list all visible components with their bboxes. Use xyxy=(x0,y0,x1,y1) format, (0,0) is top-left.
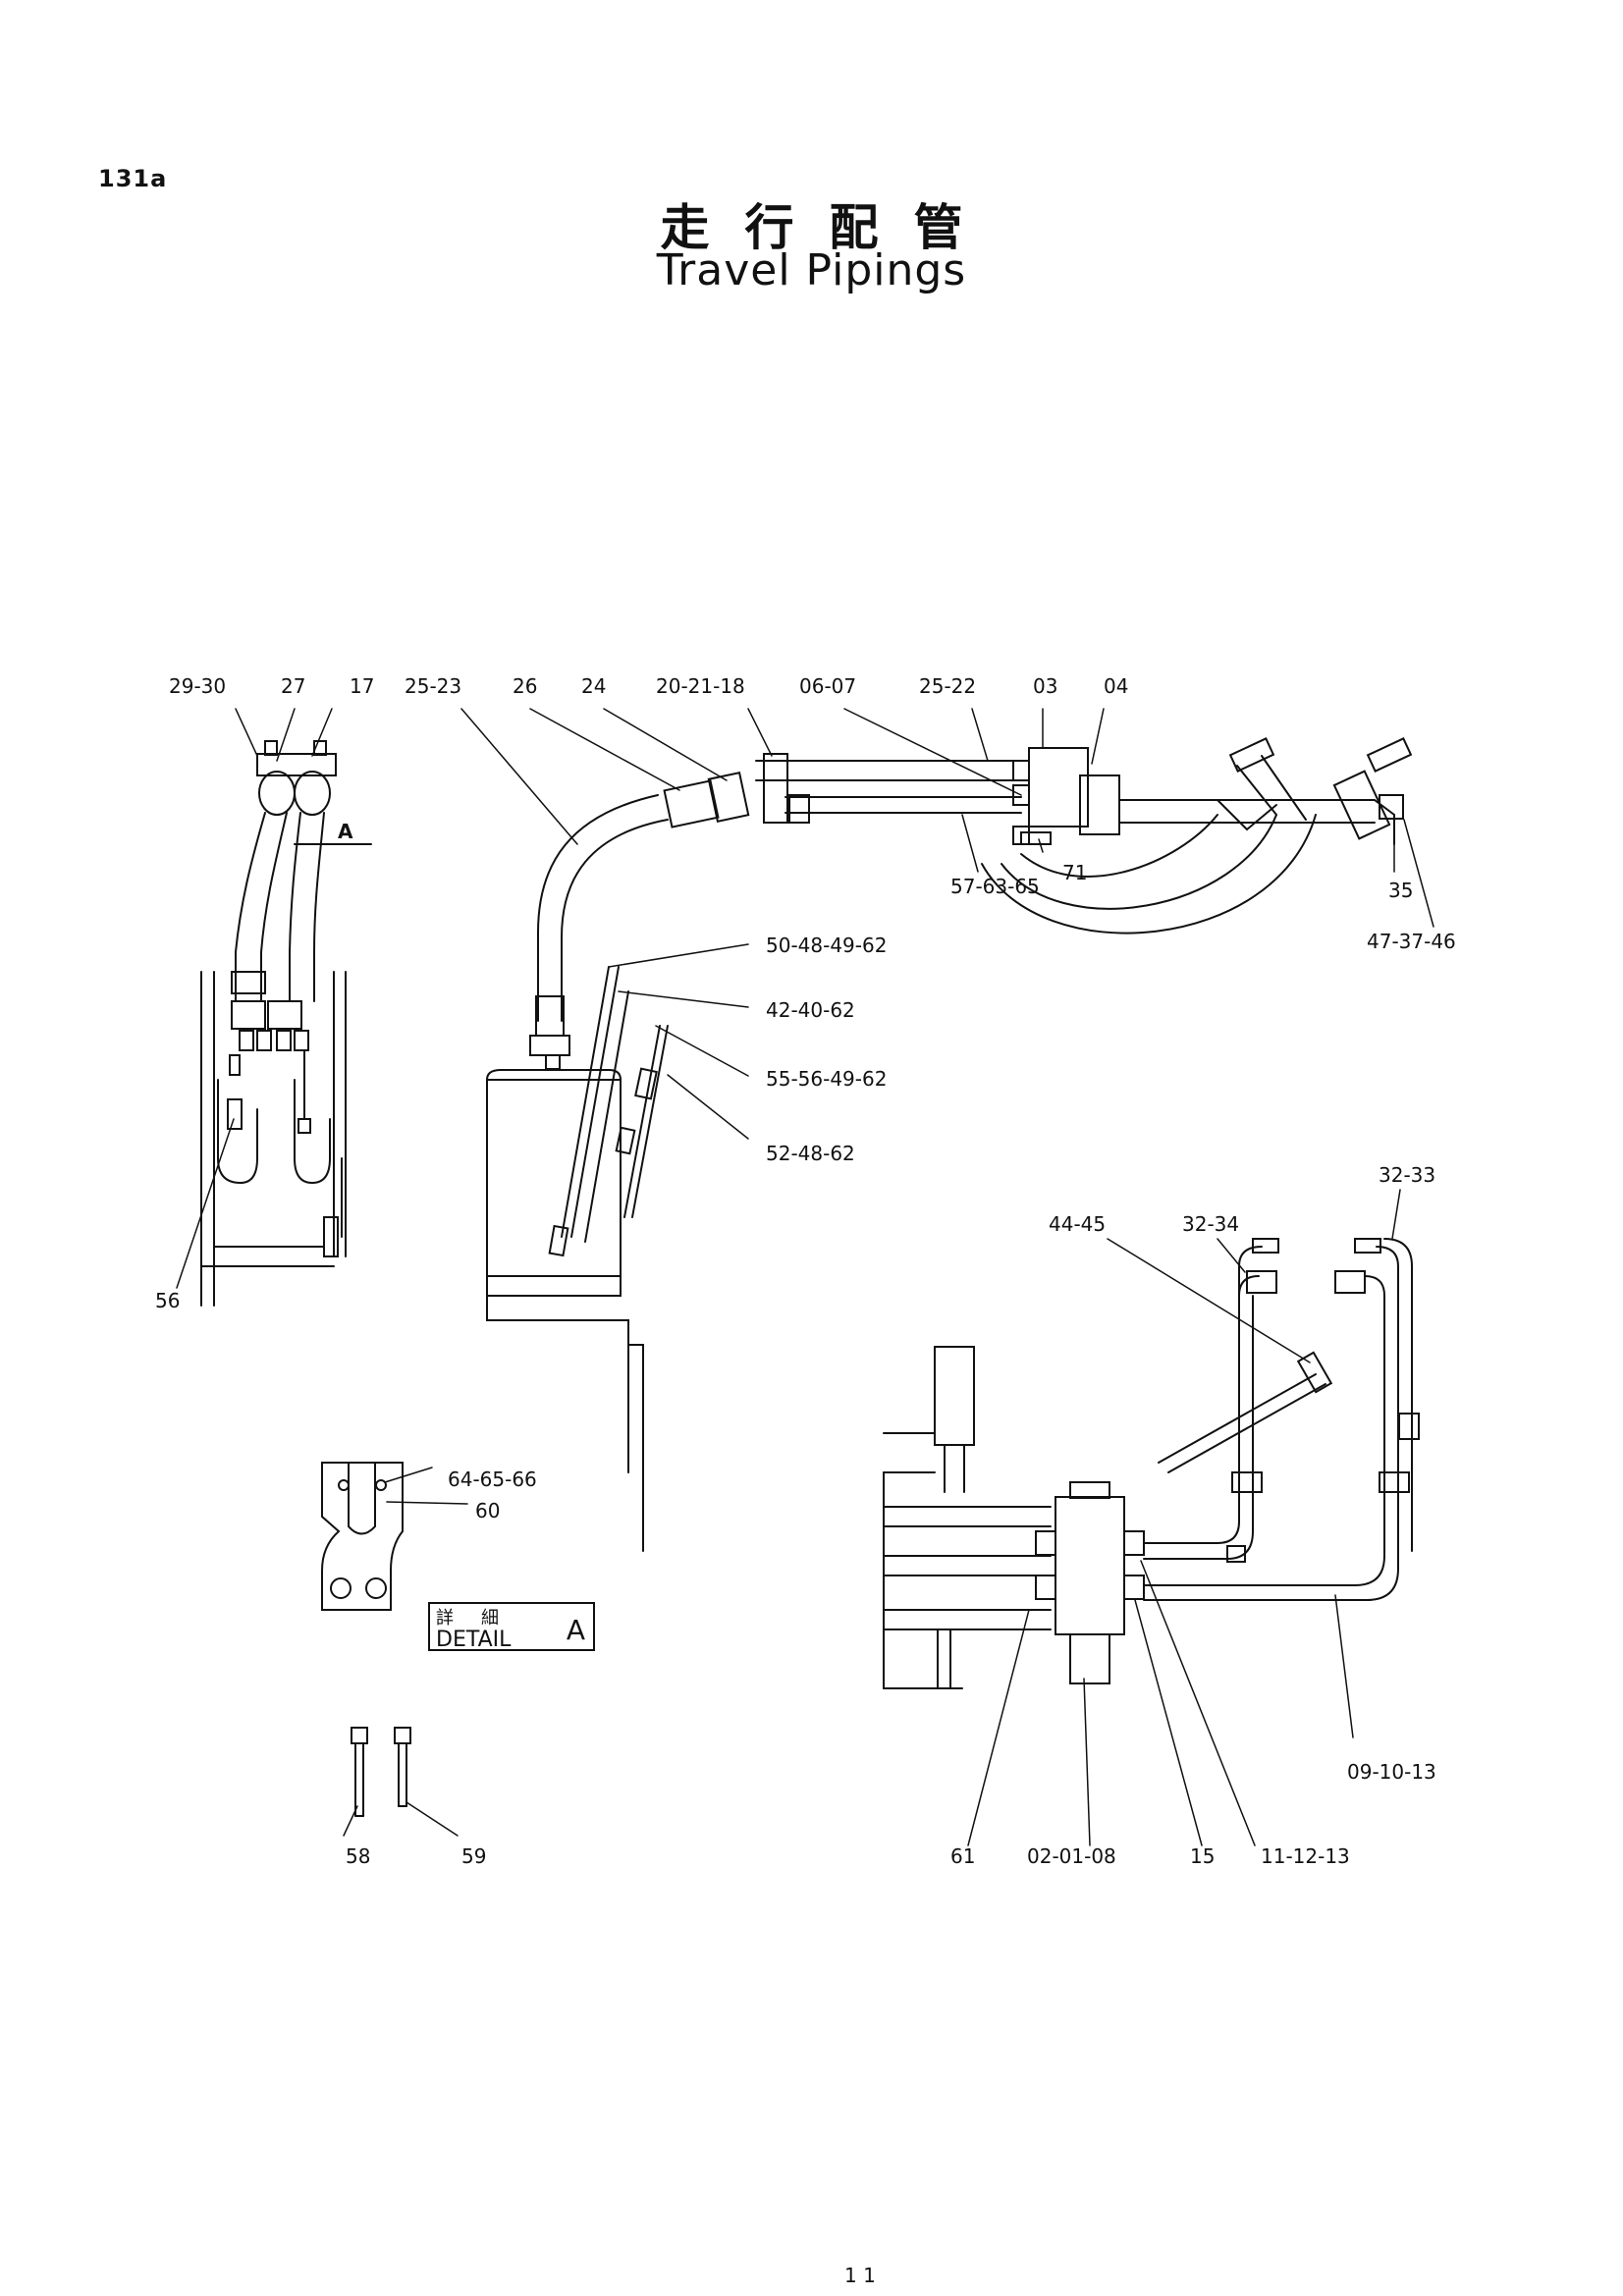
callout-58: 58 xyxy=(346,1844,370,1868)
callout-09-10-13: 09-10-13 xyxy=(1347,1760,1436,1784)
leader-lines xyxy=(176,708,1434,1846)
top-right-valve-assembly xyxy=(755,737,1413,934)
footer-mark: 1 1 xyxy=(844,2264,876,2287)
callout-02-01-08: 02-01-08 xyxy=(1027,1844,1116,1868)
callout-64-65-66: 64-65-66 xyxy=(448,1468,537,1491)
bolt-parts xyxy=(351,1727,411,1817)
callout-32-34: 32-34 xyxy=(1182,1212,1239,1236)
view-marker-a: A xyxy=(338,820,353,843)
callout-20-21-18: 20-21-18 xyxy=(656,674,745,698)
callout-29-30: 29-30 xyxy=(169,674,226,698)
callout-61: 61 xyxy=(950,1844,975,1868)
callout-55-56-49-62: 55-56-49-62 xyxy=(766,1067,887,1091)
callout-25-22: 25-22 xyxy=(919,674,976,698)
detail-a-label-box: 詳細 DETAIL A xyxy=(428,1602,595,1652)
callout-17: 17 xyxy=(350,674,374,698)
detail-label-japanese: 詳細 xyxy=(436,1608,526,1629)
callout-60: 60 xyxy=(475,1499,500,1522)
callout-06-07: 06-07 xyxy=(799,674,856,698)
callout-25-23: 25-23 xyxy=(405,674,461,698)
bottom-right-valve-piping xyxy=(883,1238,1420,1689)
page-number: 131a xyxy=(98,165,168,192)
callout-71: 71 xyxy=(1062,861,1087,884)
callout-57-63-65: 57-63-65 xyxy=(950,875,1040,898)
center-hose-and-tank xyxy=(486,771,750,1552)
callout-04: 04 xyxy=(1104,674,1128,698)
callout-44-45: 44-45 xyxy=(1049,1212,1106,1236)
callout-labels: 29-30 27 17 25-23 26 24 20-21-18 06-07 2… xyxy=(155,674,1456,1868)
callout-32-33: 32-33 xyxy=(1379,1163,1435,1187)
callout-27: 27 xyxy=(281,674,305,698)
detail-a-bracket xyxy=(321,1462,404,1611)
callout-52-48-62: 52-48-62 xyxy=(766,1142,855,1165)
callout-59: 59 xyxy=(461,1844,486,1868)
detail-letter: A xyxy=(566,1614,585,1646)
page-title-japanese: 走行配管 xyxy=(660,199,999,256)
callout-11-12-13: 11-12-13 xyxy=(1261,1844,1350,1868)
page-title: Travel Pipings xyxy=(656,245,967,295)
callout-42-40-62: 42-40-62 xyxy=(766,998,855,1022)
callout-03: 03 xyxy=(1033,674,1057,698)
callout-47-37-46: 47-37-46 xyxy=(1367,930,1456,953)
callout-35: 35 xyxy=(1388,879,1413,902)
callout-26: 26 xyxy=(513,674,537,698)
detail-label: DETAIL xyxy=(436,1628,512,1652)
callout-24: 24 xyxy=(581,674,606,698)
callout-50-48-49-62: 50-48-49-62 xyxy=(766,934,887,957)
left-hose-assembly xyxy=(200,740,372,1307)
callout-56: 56 xyxy=(155,1289,180,1312)
callout-15: 15 xyxy=(1190,1844,1215,1868)
